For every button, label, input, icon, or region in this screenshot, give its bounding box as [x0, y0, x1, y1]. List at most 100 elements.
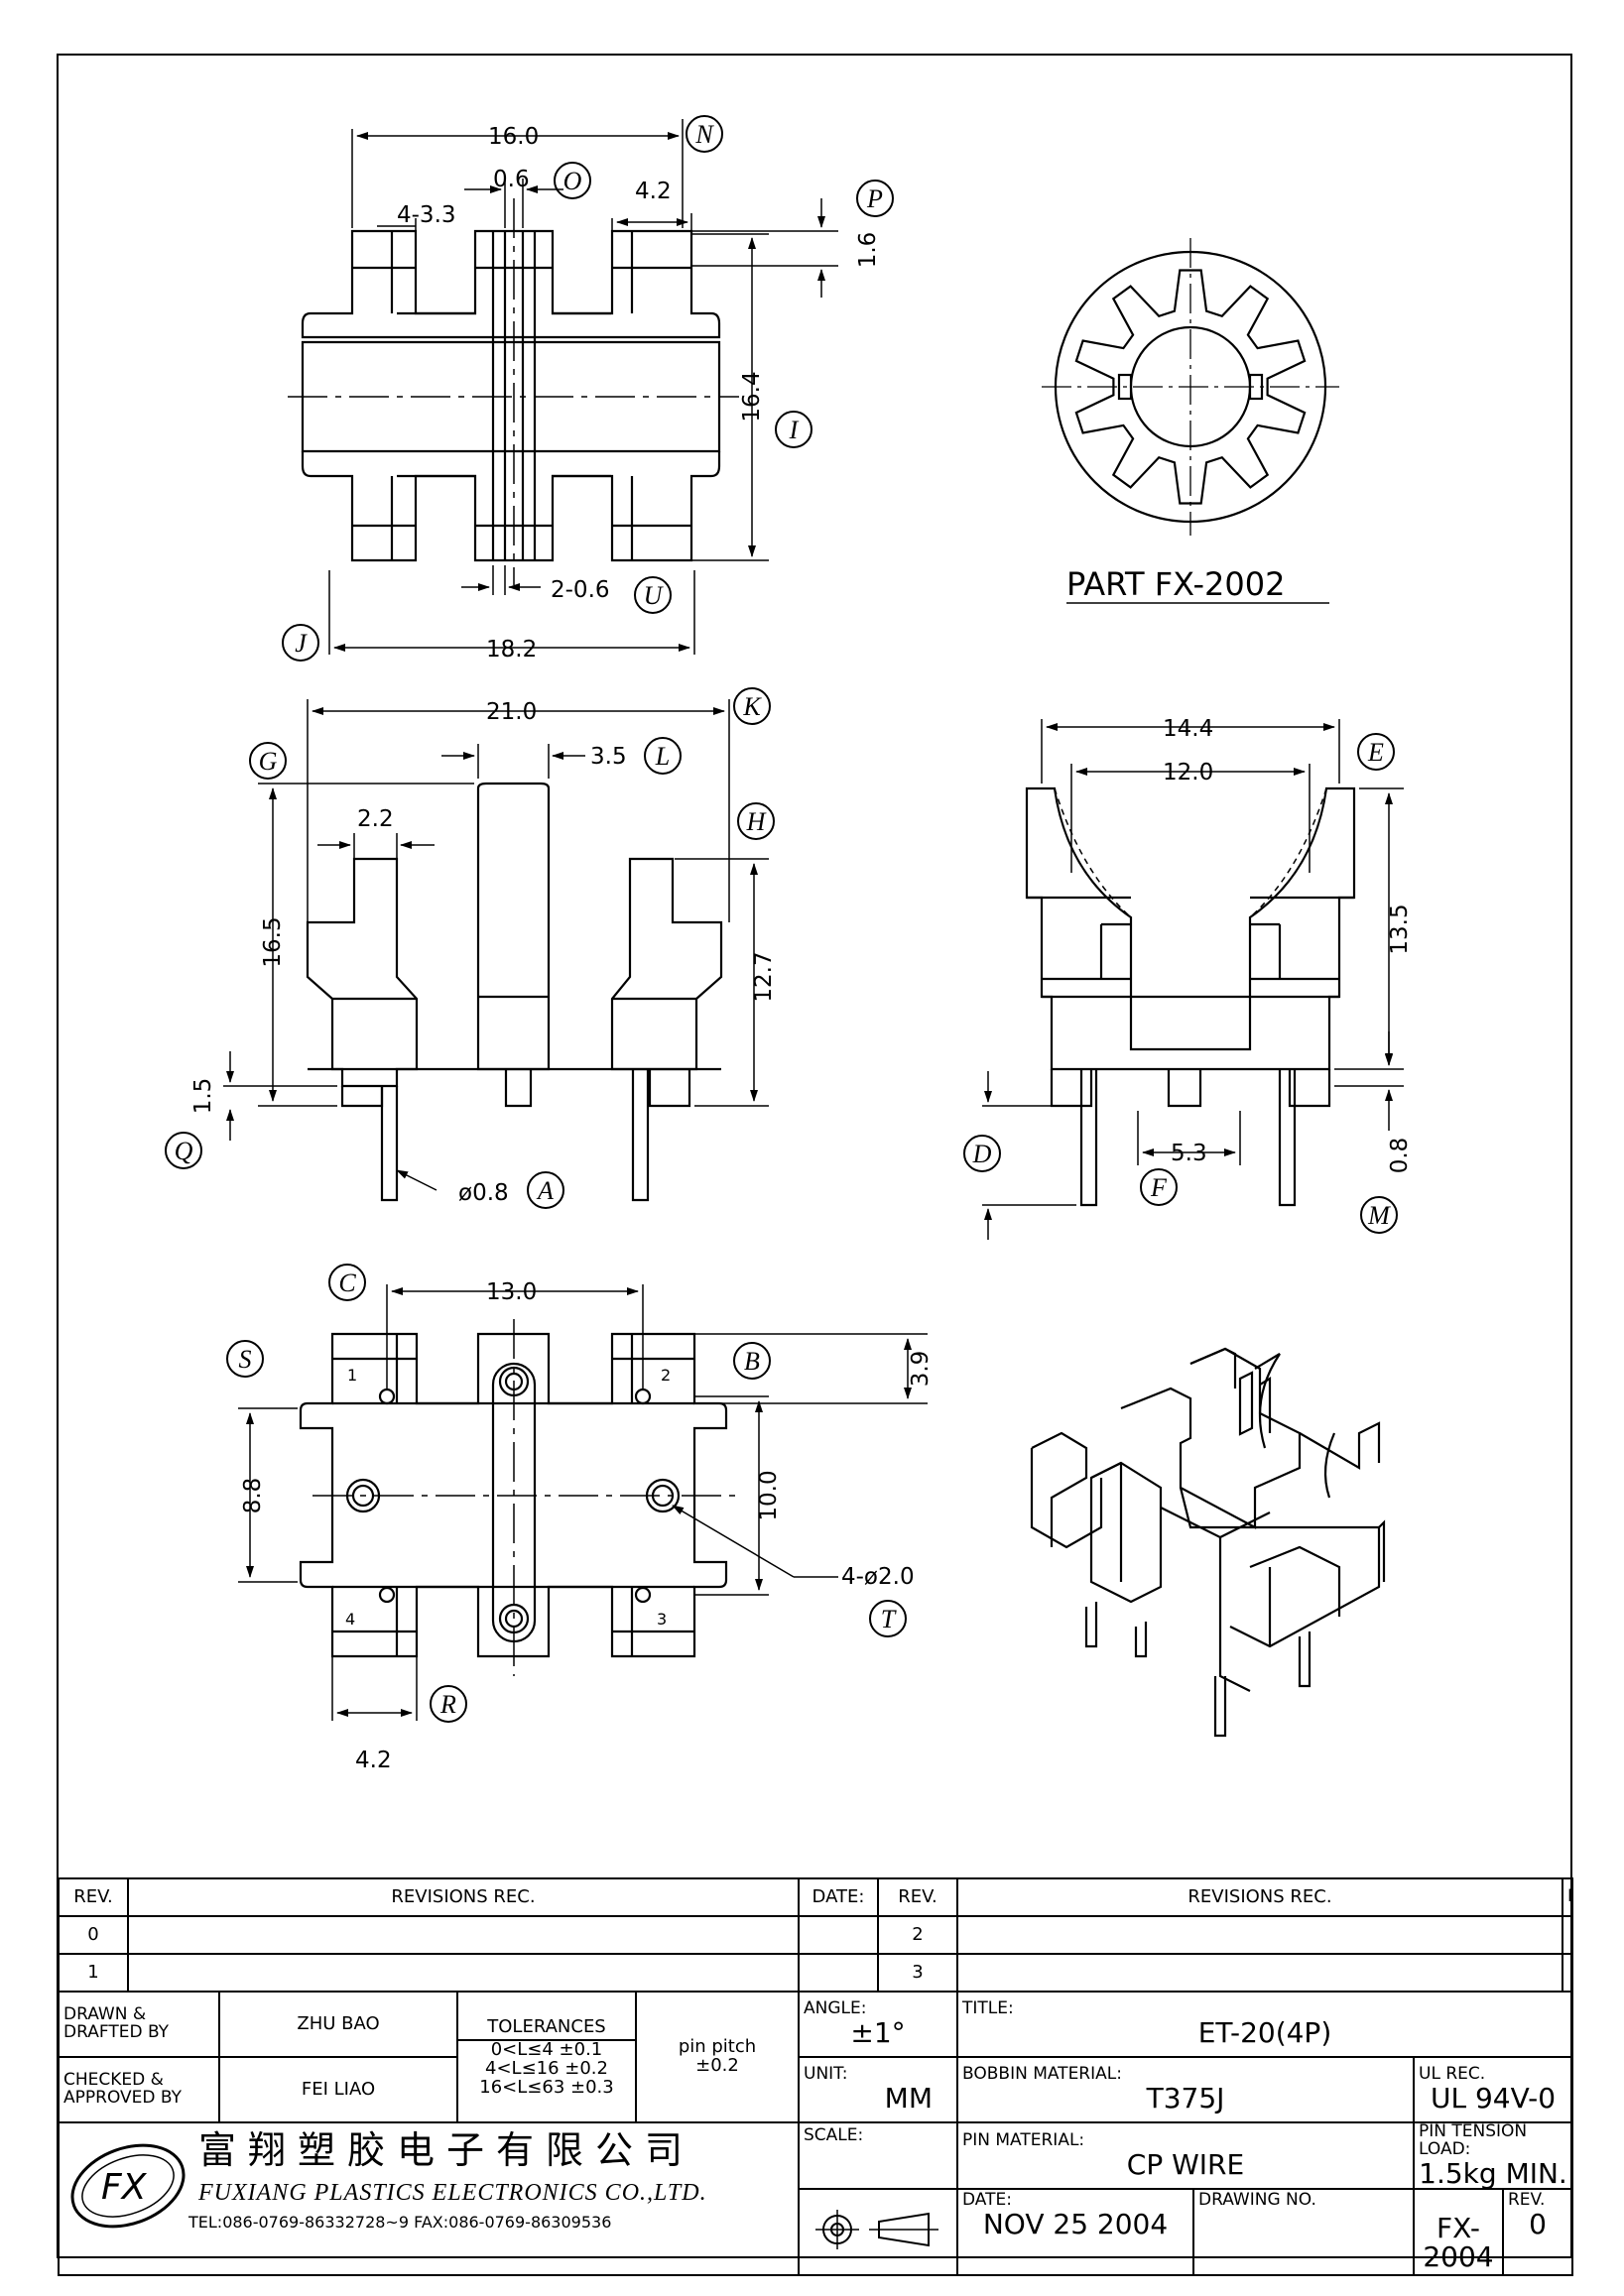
dim-10-0: 10.0 — [756, 1470, 782, 1520]
dim-18-2: 18.2 — [486, 637, 537, 663]
date-value: NOV 25 2004 — [982, 2207, 1169, 2240]
dim-12-0: 12.0 — [1163, 760, 1213, 785]
tag-circle-d — [963, 1135, 1001, 1172]
scale-cell: SCALE: — [798, 2120, 958, 2191]
dim-4-hole-dia: 4-ø2.0 — [841, 1564, 915, 1590]
dim-0-6: 0.6 — [493, 167, 530, 192]
angle-label: ANGLE: — [804, 1998, 867, 2019]
dim-16-4: 16.4 — [739, 371, 765, 422]
tag-m: M — [1367, 1201, 1391, 1230]
revisions-rec-header-right: REVISIONS REC. — [956, 1877, 1563, 1917]
tag-p: P — [866, 184, 883, 213]
tag-a: A — [536, 1176, 554, 1205]
tag-u: U — [644, 581, 665, 610]
pin-numbers: 1 2 3 4 — [345, 1366, 671, 1629]
top-view — [288, 119, 838, 655]
company-cell: FX 富翔塑胶电子有限公司 FUXIANG PLASTICS ELECTRONI… — [58, 2121, 800, 2276]
ul-cell: UL REC. UL 94V-0 — [1413, 2056, 1573, 2123]
rev-label: REV. — [1508, 2190, 1546, 2211]
drawing-no-rev-cell: FX-2004 REV. 0 — [1413, 2188, 1573, 2276]
tag-circle-q — [165, 1132, 202, 1169]
dim-21-0: 21.0 — [486, 699, 537, 725]
dim-2-0-6: 2-0.6 — [551, 577, 610, 603]
rev-row-3-date — [1562, 1953, 1573, 1993]
revisions-rec-header: REVISIONS REC. — [127, 1877, 800, 1917]
dim-13-5: 13.5 — [1387, 904, 1413, 954]
title-value: ET-20(4P) — [1197, 2016, 1332, 2050]
company-en: FUXIANG PLASTICS ELECTRONICS CO.,LTD. — [198, 2180, 707, 2206]
dim-16-5: 16.5 — [260, 916, 286, 967]
rev-row-0-date — [798, 1915, 879, 1955]
tag-circle-i — [775, 411, 812, 448]
tag-circle-s — [226, 1340, 264, 1378]
tag-l: L — [655, 742, 670, 771]
tag-circle-k — [733, 687, 771, 725]
dim-3-5: 3.5 — [590, 744, 627, 770]
rev-header-right: REV. — [877, 1877, 958, 1917]
tag-circle-c — [328, 1264, 366, 1301]
checked-by: FEI LIAO — [218, 2056, 458, 2123]
title-block: REV. REVISIONS REC. DATE: REV. REVISIONS… — [58, 1877, 1573, 2276]
projection-symbol — [815, 2210, 938, 2250]
tag-circle-a — [527, 1171, 564, 1209]
isometric-view — [1030, 1347, 1386, 1738]
tolerances-label: TOLERANCES — [459, 2016, 634, 2042]
date-header-right: DATE: — [1562, 1877, 1573, 1917]
tag-circle-b — [733, 1342, 771, 1380]
unit-label: UNIT: — [804, 2064, 848, 2085]
dim-4-2-top: 4.2 — [635, 179, 672, 204]
company-cn: 富翔塑胶电子有限公司 — [198, 2128, 695, 2172]
rev-row-3-desc — [956, 1953, 1563, 1993]
scale-label: SCALE: — [804, 2125, 864, 2145]
tag-g: G — [259, 747, 278, 776]
pin-pitch-tol: ±0.2 — [695, 2055, 739, 2076]
tag-f: F — [1150, 1173, 1168, 1202]
logo-text: FX — [101, 2167, 148, 2208]
tag-c: C — [338, 1269, 356, 1297]
dim-1-6: 1.6 — [855, 232, 881, 269]
tag-circle-p — [856, 180, 894, 217]
rev-row-2-desc — [956, 1915, 1563, 1955]
tag-circle-n — [686, 115, 723, 153]
pin-pitch-label: pin pitch — [678, 2036, 757, 2058]
date-header: DATE: — [798, 1877, 879, 1917]
drawing-no-label: DRAWING NO. — [1198, 2190, 1316, 2211]
part-fx-2002 — [1042, 238, 1339, 536]
bobbin-label: BOBBIN MATERIAL: — [962, 2064, 1122, 2085]
tol-1: 0<L≤4 ±0.1 — [490, 2039, 603, 2061]
dim-12-7: 12.7 — [751, 951, 777, 1002]
tag-n: N — [694, 120, 714, 149]
title-cell: TITLE: ET-20(4P) — [956, 1991, 1573, 2058]
dim-0-8: 0.8 — [1387, 1138, 1413, 1174]
pin-3: 3 — [657, 1610, 667, 1629]
tag-circle-r — [430, 1685, 467, 1723]
title-label: TITLE: — [962, 1998, 1014, 2019]
dim-13-0: 13.0 — [486, 1279, 537, 1305]
side-view — [982, 719, 1404, 1240]
rev-row-1-date — [798, 1953, 879, 1993]
tag-o: O — [563, 167, 582, 195]
tension-label: PIN TENSION LOAD: — [1419, 2122, 1528, 2159]
dim-14-4: 14.4 — [1163, 716, 1213, 742]
tag-circle-o — [554, 162, 591, 199]
dim-4-3-3: 4-3.3 — [397, 202, 456, 228]
tol-3: 16<L≤63 ±0.3 — [479, 2076, 614, 2098]
tag-circle-g — [249, 742, 287, 780]
unit-value: MM — [884, 2082, 933, 2115]
tag-h: H — [746, 807, 767, 836]
tension-cell: PIN TENSION LOAD: 1.5kg MIN. — [1413, 2120, 1573, 2191]
tag-e: E — [1367, 738, 1384, 767]
angle-cell: ANGLE: ±1° — [798, 1991, 958, 2058]
company-contact: TEL:086-0769-86332728~9 FAX:086-0769-863… — [188, 2213, 612, 2232]
pin-pitch: pin pitch ±0.2 — [635, 1991, 800, 2123]
rev-value: 0 — [1529, 2207, 1547, 2240]
tag-circle-j — [282, 624, 319, 662]
date-label: DATE: — [962, 2190, 1012, 2211]
tag-circle-f — [1140, 1168, 1178, 1206]
dim-1-5: 1.5 — [190, 1078, 216, 1115]
tag-circle-l — [644, 737, 682, 775]
rev-header: REV. — [58, 1877, 129, 1917]
pin-material-label: PIN MATERIAL: — [962, 2129, 1085, 2150]
dim-2-2: 2.2 — [357, 806, 394, 832]
dim-3-9: 3.9 — [908, 1351, 934, 1388]
